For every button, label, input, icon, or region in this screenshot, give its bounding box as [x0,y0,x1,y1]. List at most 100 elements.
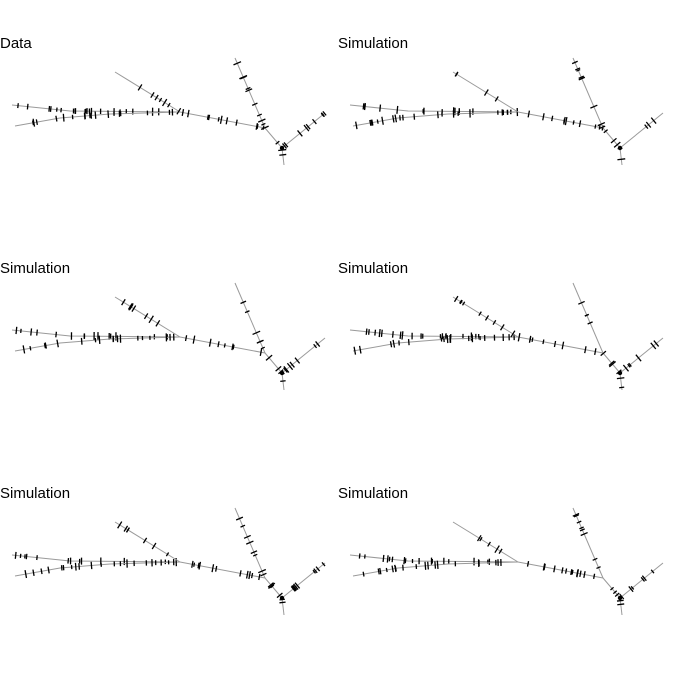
road-segment [11,329,283,374]
event-tick [127,303,133,310]
event-tick [315,341,321,347]
event-tick [571,569,574,575]
road-segment [281,597,285,616]
event-tick [265,354,273,361]
event-tick [650,342,657,350]
event-tick [645,121,652,128]
event-tick [248,571,251,580]
event-tick [148,315,154,324]
event-tick [235,119,238,126]
event-tick [358,345,362,354]
event-tick [571,60,578,65]
event-tick [250,550,258,555]
event-tick [478,311,482,317]
event-tick [376,119,379,124]
event-tick [650,569,655,574]
event-tick [641,575,647,582]
event-tick [22,345,26,354]
event-tick [543,563,546,571]
event-tick [245,540,254,545]
event-tick [90,561,93,570]
event-tick [517,332,521,342]
event-tick [158,97,163,103]
event-tick [258,573,261,581]
event-tick [616,599,624,602]
event-tick [55,115,58,122]
event-tick [542,113,545,121]
event-tick [603,129,609,134]
event-tick [321,561,326,567]
event-tick [25,553,28,560]
event-tick [239,570,242,577]
panel-4: Simulation [338,225,676,450]
event-tick [579,528,585,532]
event-tick [240,524,246,528]
event-tick [155,319,161,327]
event-tick [44,342,47,349]
event-tick [208,338,212,347]
event-tick [280,380,286,382]
road-segment [281,562,326,599]
event-tick [584,346,587,354]
event-tick [389,341,393,348]
event-tick [283,142,289,148]
event-tick [279,601,286,604]
network-plot [11,57,327,166]
event-tick [74,562,77,571]
road-segment [352,111,519,127]
event-tick [628,362,632,367]
event-tick [596,566,601,570]
event-tick [394,114,398,123]
event-tick [386,555,389,563]
event-tick [436,111,439,119]
event-tick [424,561,427,570]
event-tick [31,120,35,126]
event-tick [476,534,482,542]
event-tick [394,564,397,573]
event-tick [494,545,500,554]
event-tick [30,328,33,336]
event-tick [255,123,259,130]
panel-title: Data [0,35,32,52]
event-tick [587,321,593,325]
event-tick [211,564,215,573]
event-tick [123,525,129,532]
event-tick [653,340,660,347]
event-tick [283,367,288,373]
event-tick [370,119,373,126]
event-tick [250,572,254,579]
event-tick [617,158,626,161]
event-tick [396,105,399,114]
event-tick [252,553,258,557]
event-tick [553,565,556,573]
event-tick [583,571,586,578]
event-tick [362,103,365,110]
junction-point [279,145,285,151]
event-tick [49,106,52,112]
event-tick [453,295,459,303]
event-tick [47,566,50,574]
road-segment [619,147,623,166]
event-tick [436,560,439,569]
event-tick [245,570,249,579]
event-tick [187,109,190,118]
road-segment [114,296,181,338]
event-tick [283,365,290,373]
event-tick [258,568,267,574]
event-tick [67,558,70,564]
event-tick [48,105,51,112]
event-tick [107,110,110,118]
road-segment [352,561,519,577]
panel-title: Simulation [338,35,409,52]
panel-title: Simulation [0,260,71,277]
event-tick [542,339,545,345]
event-tick [353,346,357,355]
event-tick [446,334,449,344]
event-tick [26,103,29,110]
event-tick [455,72,459,77]
event-tick [459,299,463,304]
event-tick [614,592,620,597]
event-tick [479,536,483,542]
event-tick [312,569,317,574]
event-tick [232,344,235,350]
